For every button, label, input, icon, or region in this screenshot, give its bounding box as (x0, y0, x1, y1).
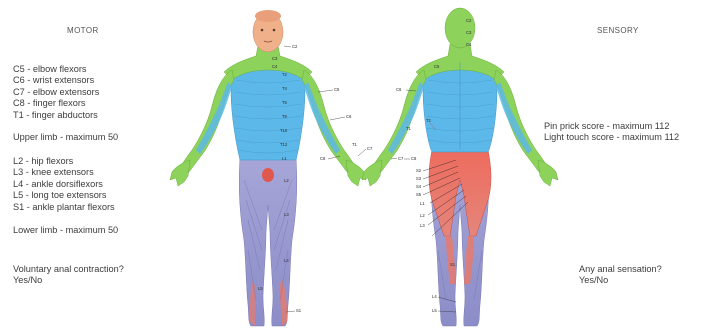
back-label-c7: C7 (398, 156, 404, 161)
back-label-s2: S2 (416, 168, 422, 173)
front-label-l1: L1 (282, 156, 287, 161)
front-eye-left (261, 29, 264, 32)
back-label-c8: C8 (411, 156, 417, 161)
back-label-c5: C5 (434, 64, 440, 69)
front-label-c2: C2 (292, 44, 298, 49)
front-right-arm (302, 70, 358, 176)
front-left-arm-t1 (196, 82, 232, 154)
back-label-l4: L4 (432, 294, 437, 299)
back-right-hand (538, 160, 558, 186)
front-label-c8: C8 (320, 156, 326, 161)
front-label-t8: T8 (282, 114, 288, 119)
front-body-figure: C2 C3 C4 T2 T4 T6 T8 T10 T12 L1 L2 L3 L4… (170, 10, 373, 326)
front-label-t10: T10 (280, 128, 288, 133)
back-label-t2: T2 (426, 118, 432, 123)
front-label-t6: T6 (282, 100, 288, 105)
front-right-arm-t1 (304, 82, 340, 154)
back-label-c6: C6 (396, 87, 402, 92)
front-label-l2: L2 (284, 178, 289, 183)
back-label-t1: T1 (406, 126, 412, 131)
back-label-s4: S4 (416, 184, 422, 189)
back-label-l3: L3 (420, 223, 425, 228)
front-left-hand (170, 160, 190, 186)
front-label-l3: L3 (284, 212, 289, 217)
back-body-figure: C2 C3 C4 C5 C6 C7 C8 T1 T2 S2 S3 S4 S5 (362, 8, 558, 326)
front-genital-region (262, 168, 274, 182)
front-label-c7: C7 (367, 146, 373, 151)
back-label-c3: C3 (466, 30, 472, 35)
back-label-l5: L5 (432, 308, 437, 313)
back-label-c4: C4 (466, 42, 472, 47)
front-label-c4: C4 (272, 64, 278, 69)
back-label-s3: S3 (416, 176, 422, 181)
front-face-hair (255, 10, 281, 22)
front-label-t12: T12 (280, 142, 288, 147)
front-label-c6: C6 (346, 114, 352, 119)
back-left-hand (362, 160, 382, 186)
front-label-s1: S1 (296, 308, 302, 313)
front-label-t4: T4 (282, 86, 288, 91)
back-right-arm (494, 70, 550, 176)
front-label-c5: C5 (334, 87, 340, 92)
back-label-l2: L2 (420, 213, 425, 218)
back-label-l1: L1 (420, 201, 425, 206)
front-torso (231, 60, 305, 160)
back-left-arm-t1 (388, 82, 424, 154)
front-legs (239, 158, 297, 326)
back-label-s1: S1 (450, 262, 456, 267)
front-label-l4: L4 (284, 258, 289, 263)
back-right-arm-t1 (496, 82, 532, 154)
front-left-arm (178, 70, 234, 176)
back-label-c2: C2 (466, 18, 472, 23)
front-right-hand (346, 160, 366, 186)
front-label-c3: C3 (272, 56, 278, 61)
back-label-s5: S5 (416, 192, 422, 197)
front-label-t1: T1 (352, 142, 358, 147)
front-label-t2: T2 (282, 72, 288, 77)
front-label-l5: L5 (258, 286, 263, 291)
front-eye-right (273, 29, 276, 32)
